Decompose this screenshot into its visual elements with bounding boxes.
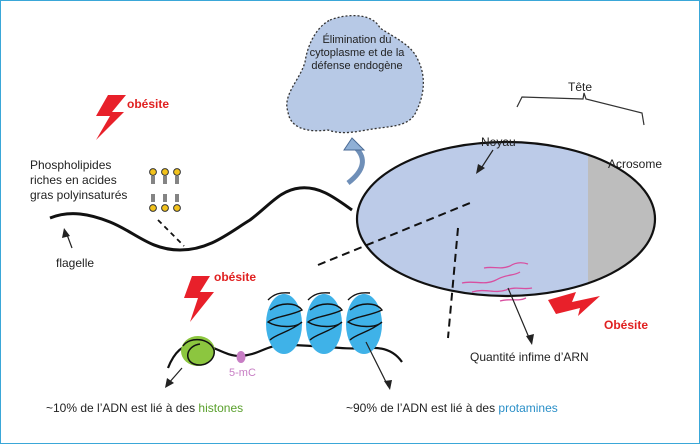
protamines-caption: ~90% de l’ADN est lié à des protamines: [346, 401, 558, 415]
arn-pointer: [507, 287, 531, 341]
flagelle-label: flagelle: [56, 256, 95, 270]
rna-strands: [461, 262, 533, 302]
dashed-line-head-2: [447, 227, 459, 339]
lightning-bolt-icon-mid: [184, 276, 214, 322]
histones-caption: ~10% de l’ADN est lié à des histones: [46, 401, 244, 415]
head-outline: [355, 140, 657, 298]
dashed-line-head: [317, 202, 471, 266]
obesite-label-mid: obésite: [214, 270, 257, 284]
tete-label: Tête: [568, 80, 593, 94]
phospholipid-icon: [149, 168, 181, 212]
obesite-label-top: obésite: [127, 97, 170, 111]
methyl-marker: [236, 351, 246, 363]
noyau-label: Noyau: [481, 135, 516, 149]
elimination-arrowhead: [343, 137, 366, 151]
lightning-bolt-icon-top: [96, 95, 126, 140]
acrosome-label: Acrosome: [608, 157, 663, 171]
five-mc-label: 5-mC: [229, 367, 256, 379]
lightning-bolt-icon-right: [548, 292, 600, 316]
cytoplasm-cloud: [286, 15, 424, 134]
elimination-arrow: [346, 146, 365, 185]
histone-green: [181, 336, 215, 366]
phospholipides-label: Phospholipides riches en acides gras pol…: [30, 158, 128, 202]
elimination-label: Élimination du cytoplasme et de la défen…: [309, 34, 405, 72]
tete-bracket: [516, 92, 645, 126]
arn-label: Quantité infime d’ARN: [470, 350, 589, 364]
dashed-line-flagellum: [157, 219, 185, 247]
protamines-group: [266, 292, 384, 354]
flagellum: [49, 186, 353, 252]
obesite-label-right: Obésite: [604, 318, 649, 332]
head-nucleus: [357, 142, 588, 296]
